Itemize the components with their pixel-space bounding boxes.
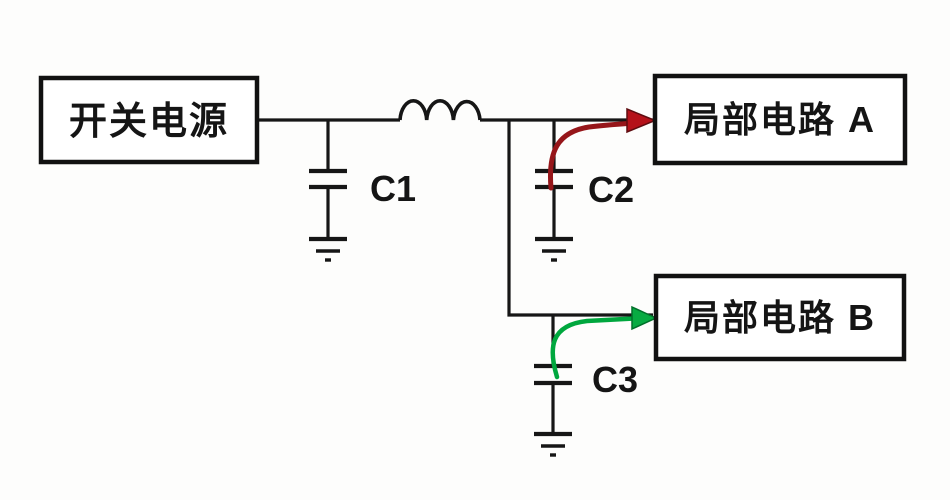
circuit-b-box: 局部电路 B — [653, 273, 907, 362]
inductor-coil — [398, 99, 482, 121]
c3-label: C3 — [592, 359, 638, 400]
red-arrow-to-circuit-a — [547, 107, 657, 191]
psu-box-label: 开关电源 — [69, 101, 229, 143]
c2-label: C2 — [588, 169, 634, 210]
c2-ground-icon — [535, 236, 573, 262]
red-arrowhead-icon — [626, 107, 657, 134]
green-arrowhead-icon — [631, 305, 658, 331]
circuit-a-box: 局部电路 A — [652, 73, 908, 166]
c1-label: C1 — [370, 168, 416, 209]
circuit-a-box-label: 局部电路 A — [684, 99, 876, 140]
wire-branch-to-circuit-b — [507, 120, 653, 317]
c3-ground-icon — [534, 431, 572, 457]
c1-ground-icon — [309, 236, 347, 262]
circuit-b-box-rect — [653, 273, 907, 362]
psu-box-rect — [38, 75, 260, 165]
red-arrow-shaft — [547, 121, 631, 191]
capacitor-c1: C1 — [309, 120, 416, 262]
circuit-a-box-rect — [652, 73, 908, 166]
psu-box: 开关电源 — [38, 75, 260, 165]
capacitor-c3: C3 — [534, 315, 638, 457]
capacitor-c2: C2 — [535, 120, 634, 262]
green-arrow-to-circuit-b — [550, 305, 658, 380]
circuit-b-box-label: 局部电路 B — [684, 297, 876, 338]
green-arrow-shaft — [550, 316, 637, 380]
